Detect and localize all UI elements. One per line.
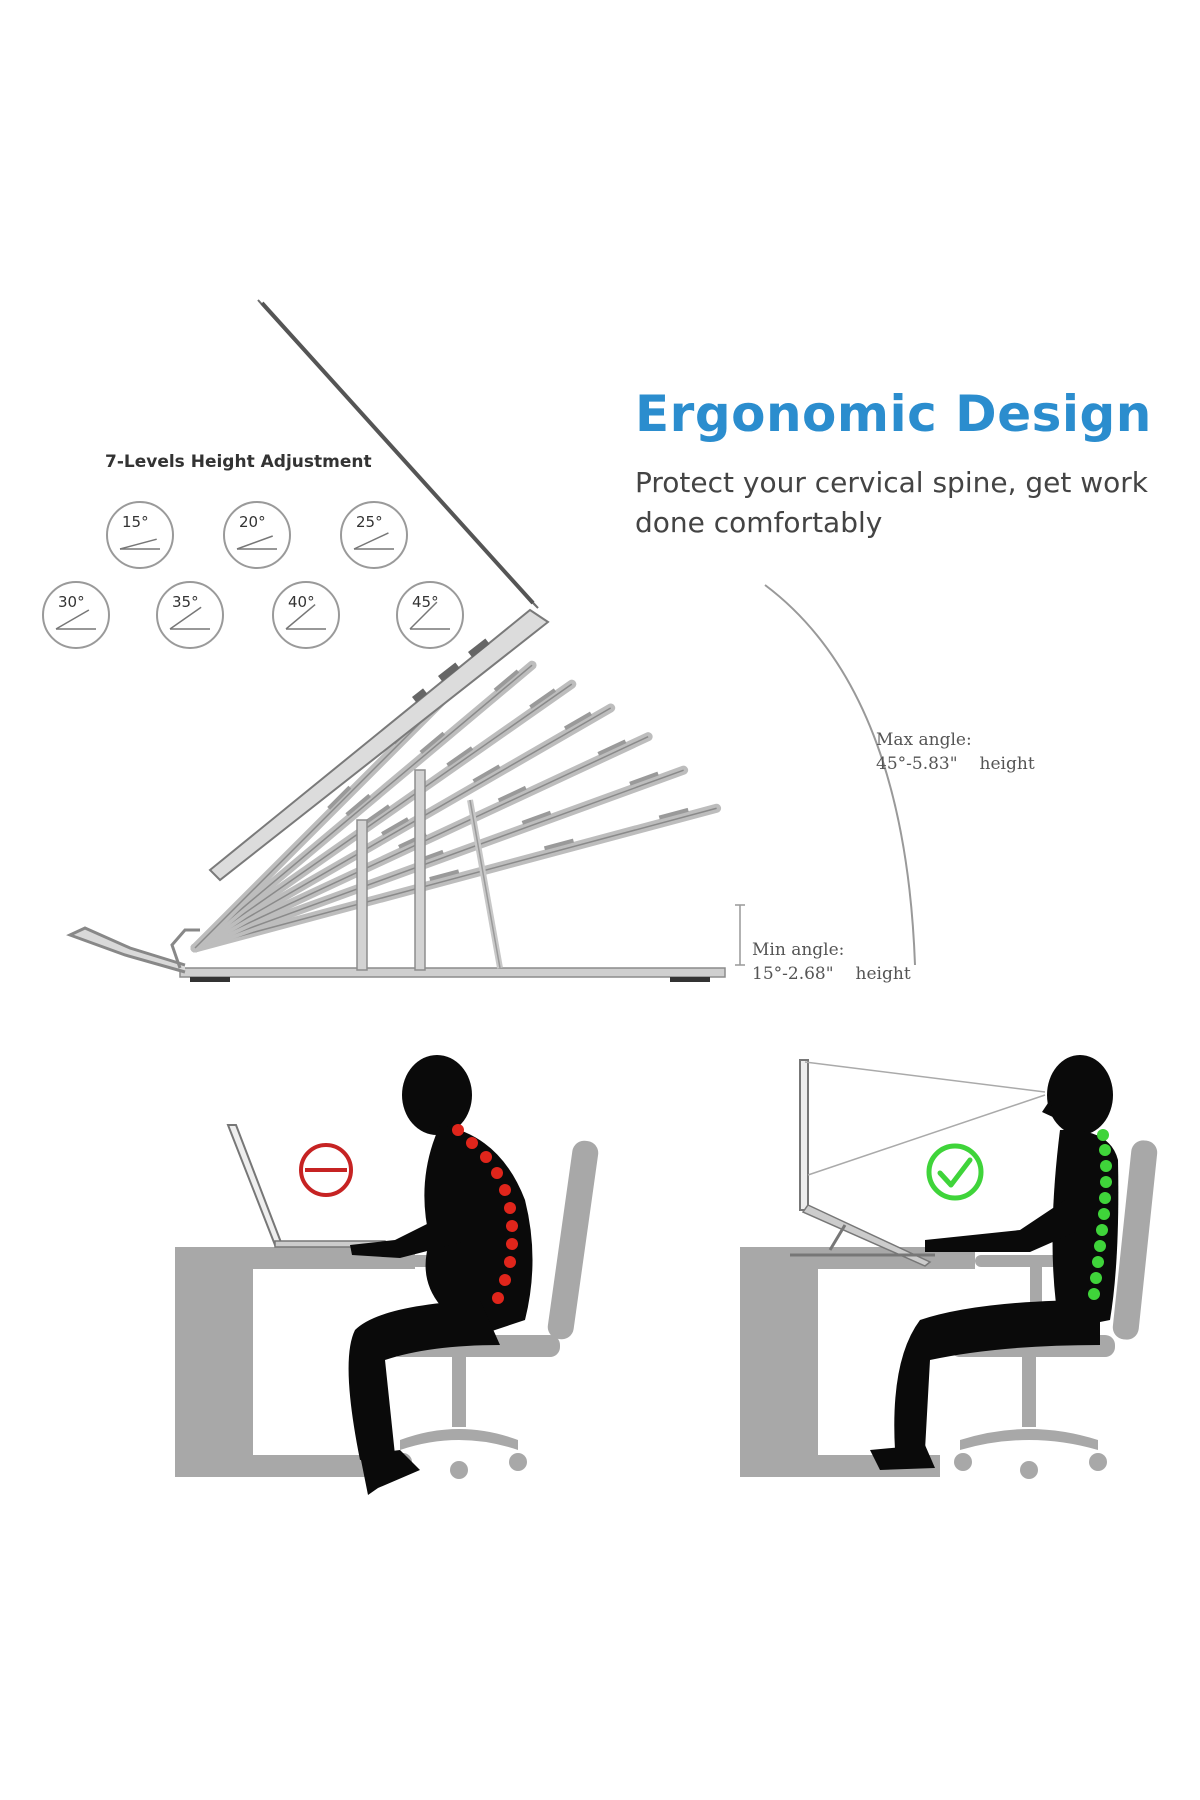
headline-subtitle: Protect your cervical spine, get work do…	[635, 466, 1149, 539]
angle-badge-label: 30°	[58, 593, 85, 611]
angle-badge-label: 40°	[288, 593, 315, 611]
min-angle-value: 15°-2.68"	[752, 964, 834, 984]
spine-dot	[491, 1167, 503, 1179]
angle-badge	[340, 501, 408, 569]
stand-tray	[190, 679, 577, 953]
spine-dot	[1097, 1129, 1109, 1141]
spine-dot	[1099, 1144, 1111, 1156]
spine-dot	[1100, 1160, 1112, 1172]
spine-dot	[492, 1292, 504, 1304]
laptop-stand-illustration	[66, 646, 726, 982]
bad-spine-dots	[452, 1124, 518, 1304]
spine-dot	[480, 1151, 492, 1163]
spine-dot	[504, 1202, 516, 1214]
min-angle-unit: height	[855, 964, 911, 984]
checkmark-icon	[926, 1143, 984, 1201]
min-angle-note: Min angle: 15°-2.68" height	[752, 938, 911, 986]
spine-dot	[1090, 1272, 1102, 1284]
spine-dot	[1094, 1240, 1106, 1252]
angle-badge	[272, 581, 340, 649]
angle-badge-label: 35°	[172, 593, 199, 611]
good-posture-scene	[740, 1055, 1158, 1479]
angle-badge	[156, 581, 224, 649]
height-adjustment-heading: 7-Levels Height Adjustment	[105, 452, 372, 472]
angle-badge	[42, 581, 110, 649]
headline-title: Ergonomic Design	[635, 385, 1152, 443]
spine-dot	[1096, 1224, 1108, 1236]
min-angle-label: Min angle:	[752, 940, 845, 960]
angle-badge-label: 15°	[122, 513, 149, 531]
spine-dot	[1088, 1288, 1100, 1300]
stand-tray	[190, 660, 537, 953]
max-angle-unit: height	[979, 754, 1035, 774]
spine-dot	[1092, 1256, 1104, 1268]
spine-dot	[466, 1137, 478, 1149]
good-laptop-screen	[799, 1059, 809, 1211]
angle-badge	[223, 501, 291, 569]
spine-dot	[506, 1220, 518, 1232]
max-angle-label: Max angle:	[876, 730, 972, 750]
stand-base-rail	[179, 967, 726, 978]
spine-dot	[499, 1274, 511, 1286]
angle-badge	[106, 501, 174, 569]
good-spine-dots	[1088, 1129, 1112, 1300]
stand-tray	[190, 803, 722, 953]
angle-badge-label: 20°	[239, 513, 266, 531]
max-angle-note: Max angle: 45°-5.83" height	[876, 728, 1035, 776]
spine-dot	[1100, 1176, 1112, 1188]
angle-badges	[42, 501, 464, 649]
angle-arc	[735, 584, 916, 966]
spine-dot	[1098, 1208, 1110, 1220]
angle-badge-label: 45°	[412, 593, 439, 611]
no-entry-icon	[299, 1143, 353, 1197]
bad-laptop-screen	[226, 1124, 284, 1246]
angle-badge-label: 25°	[356, 513, 383, 531]
max-angle-value: 45°-5.83"	[876, 754, 958, 774]
bad-posture-scene	[175, 1055, 599, 1495]
stand-front-hook	[66, 926, 186, 974]
stand-tray	[190, 703, 616, 953]
spine-dot	[499, 1184, 511, 1196]
spine-dot	[1099, 1192, 1111, 1204]
angle-badge	[396, 581, 464, 649]
laptop-illustration	[208, 299, 550, 882]
spine-dot	[506, 1238, 518, 1250]
spine-dot	[452, 1124, 464, 1136]
stand-tray	[190, 765, 689, 953]
spine-dot	[504, 1256, 516, 1268]
